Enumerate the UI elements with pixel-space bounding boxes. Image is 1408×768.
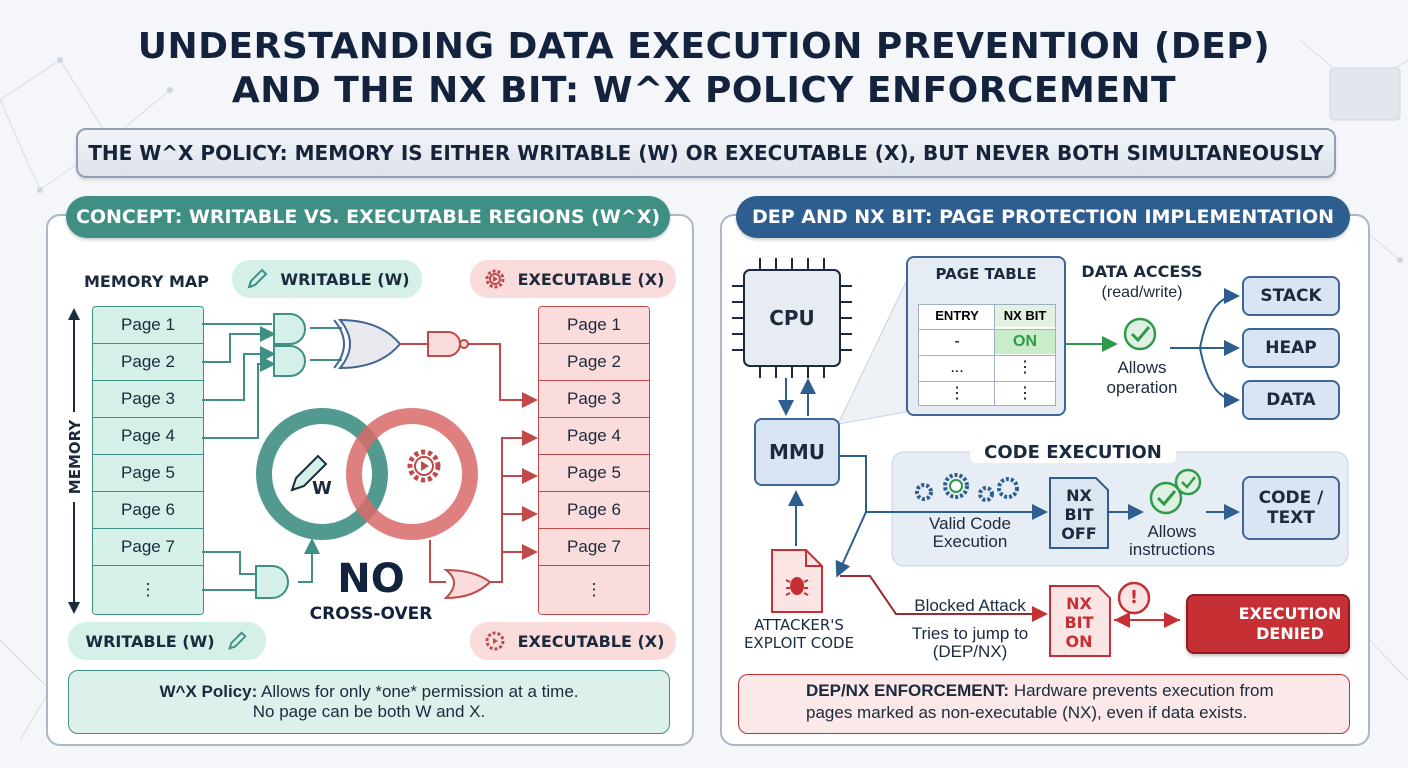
no-label: NO	[337, 556, 405, 602]
left-panel-header: CONCEPT: WRITABLE VS. EXECUTABLE REGIONS…	[66, 196, 670, 238]
executable-page[interactable]: Page 2	[539, 344, 649, 381]
col-nx: NX BIT	[995, 305, 1055, 327]
writable-pill-bottom: WRITABLE (W)	[68, 622, 266, 660]
executable-page[interactable]: Page 6	[539, 492, 649, 529]
right-panel-header: DEP AND NX BIT: PAGE PROTECTION IMPLEMEN…	[736, 196, 1350, 238]
pencil-icon	[227, 631, 247, 650]
writable-page[interactable]: Page 6	[93, 492, 203, 529]
writable-page-list: Page 1 Page 2 Page 3 Page 4 Page 5 Page …	[92, 306, 204, 615]
allows-instructions-1: Allows	[1147, 522, 1197, 541]
crossover-label: CROSS-OVER	[309, 604, 433, 624]
nx-doc-off: OFF	[1061, 524, 1097, 543]
wx-policy-note: W^X Policy: Allows for only *one* permis…	[68, 670, 670, 734]
executable-page[interactable]: Page 7	[539, 529, 649, 566]
executable-page[interactable]: Page 1	[539, 307, 649, 344]
nx-doc-nx: NX	[1066, 486, 1092, 505]
writable-page[interactable]: Page 3	[93, 381, 203, 418]
executable-pill-top: EXECUTABLE (X)	[470, 260, 676, 298]
executable-page[interactable]: Page 4	[539, 418, 649, 455]
blocked-attack-text-2: (DEP/NX)	[932, 642, 1008, 661]
writable-page[interactable]: Page 7	[93, 529, 203, 566]
row-nx: ⋮	[995, 355, 1055, 380]
nx-bit-on-doc: NX BIT ON	[1050, 594, 1108, 651]
code-text-1: CODE /	[1258, 488, 1324, 508]
writable-pill-top: WRITABLE (W)	[232, 260, 422, 298]
row-entry: ⋮	[919, 381, 995, 406]
policy-bold: W^X Policy:	[159, 682, 258, 701]
data-box: DATA	[1242, 380, 1340, 420]
venn-pencil-icon	[290, 454, 328, 492]
row-nx-on: ON	[995, 329, 1055, 354]
execution-denied-box: EXECUTION DENIED	[1186, 594, 1350, 654]
alert-icon: !	[1129, 587, 1139, 608]
valid-code-2: Execution	[932, 532, 1008, 551]
page-table: PAGE TABLE ENTRY NX BIT - ON ... ⋮ ⋮ ⋮	[906, 256, 1066, 416]
data-access-title: DATA ACCESS	[1081, 262, 1203, 281]
writable-page-ellipsis: ⋮	[93, 566, 203, 614]
denied-2: DENIED	[1256, 624, 1324, 643]
memory-map-label: MEMORY MAP	[84, 272, 210, 291]
venn-w-label: W	[312, 478, 332, 499]
blocked-attack-text-1: Tries to jump to	[911, 624, 1029, 643]
page-table-title: PAGE TABLE	[935, 265, 1037, 283]
cpu-chip: CPU	[769, 306, 815, 330]
nx-doc-nx: NX	[1066, 594, 1092, 613]
executable-page-list: Page 1 Page 2 Page 3 Page 4 Page 5 Page …	[538, 306, 650, 615]
mmu-box: MMU	[754, 418, 840, 486]
nx-bit-off-doc: NX BIT OFF	[1050, 486, 1108, 543]
pencil-icon	[247, 268, 268, 289]
executable-page[interactable]: Page 5	[539, 455, 649, 492]
executable-label: EXECUTABLE (X)	[517, 631, 665, 651]
executable-pill-bottom: EXECUTABLE (X)	[470, 622, 676, 660]
venn-gear-icon	[407, 449, 441, 483]
title-line-1: UNDERSTANDING DATA EXECUTION PREVENTION …	[137, 26, 1271, 67]
data-access-subtitle: (read/write)	[1101, 284, 1183, 301]
gear-play-icon	[485, 269, 505, 289]
attacker-label-1: ATTACKER'S	[754, 616, 844, 634]
nx-doc-bit: BIT	[1064, 613, 1094, 632]
writable-page[interactable]: Page 4	[93, 418, 203, 455]
enforcement-note	[738, 674, 1350, 734]
writable-label: WRITABLE (W)	[85, 631, 215, 651]
nx-doc-bit: BIT	[1064, 505, 1094, 524]
executable-page-ellipsis: ⋮	[539, 566, 649, 614]
policy-banner: THE W^X POLICY: MEMORY IS EITHER WRITABL…	[76, 128, 1336, 178]
allows-operation-2: operation	[1106, 378, 1178, 397]
policy-text-1: Allows for only *one* permission at a ti…	[261, 682, 579, 701]
title-line-2: AND THE NX BIT: W^X POLICY ENFORCEMENT	[231, 70, 1177, 111]
writable-label: WRITABLE (W)	[280, 269, 410, 289]
row-entry: ...	[919, 355, 995, 380]
gear-play-icon	[485, 631, 505, 651]
enforcement-text-2: pages marked as non-executable (NX), eve…	[806, 703, 1248, 722]
writable-page[interactable]: Page 1	[93, 307, 203, 344]
executable-page[interactable]: Page 3	[539, 381, 649, 418]
writable-page[interactable]: Page 5	[93, 455, 203, 492]
code-execution-title: CODE EXECUTION	[970, 442, 1176, 463]
row-entry: -	[919, 329, 995, 354]
bug-icon	[785, 577, 809, 596]
allows-instructions-2: instructions	[1129, 540, 1215, 559]
enforcement-text-1: Hardware prevents execution from	[1013, 681, 1274, 700]
enforcement-bold: DEP/NX ENFORCEMENT:	[806, 681, 1010, 700]
code-text-2: TEXT	[1267, 508, 1315, 528]
executable-label: EXECUTABLE (X)	[517, 269, 665, 289]
code-text-box: CODE / TEXT	[1242, 476, 1340, 540]
policy-text-2: No page can be both W and X.	[252, 702, 486, 721]
valid-code-1: Valid Code	[929, 514, 1011, 533]
blocked-attack-title: Blocked Attack	[914, 596, 1026, 615]
enforcement-text: DEP/NX ENFORCEMENT: Hardware prevents ex…	[806, 680, 1346, 724]
col-entry: ENTRY	[935, 308, 979, 323]
writable-page[interactable]: Page 2	[93, 344, 203, 381]
attacker-label-2: EXPLOIT CODE	[743, 634, 855, 652]
nx-doc-on: ON	[1065, 632, 1093, 651]
row-nx: ⋮	[995, 381, 1055, 406]
denied-1: EXECUTION	[1238, 604, 1342, 623]
heap-box: HEAP	[1242, 328, 1340, 368]
stack-box: STACK	[1242, 276, 1340, 316]
allows-operation-1: Allows	[1117, 358, 1167, 377]
